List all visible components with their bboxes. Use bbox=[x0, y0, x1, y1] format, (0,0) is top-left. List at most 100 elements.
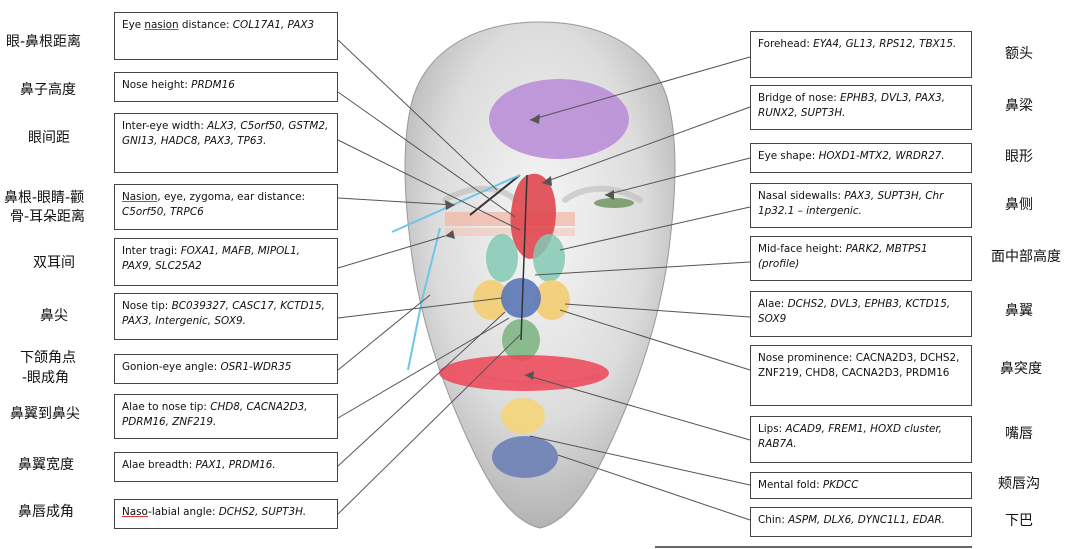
cn-alae-breadth: 鼻翼宽度 bbox=[18, 457, 74, 473]
cn-naso-labial: 鼻唇成角 bbox=[18, 504, 74, 520]
inter-tragi-box: Inter tragi: FOXA1, MAFB, MIPOL1, PAX9, … bbox=[114, 238, 338, 286]
eye-shape-genes: HOXD1-MTX2, WRDR27. bbox=[818, 150, 945, 162]
nasion-ear-label: Nasion, eye, zygoma, ear distance: bbox=[122, 191, 306, 203]
naso-labial-label: Naso-labial angle: bbox=[122, 506, 219, 518]
forehead-region bbox=[489, 79, 629, 159]
alae-tip-genes: CHD8, CACNA2D3, PDRM16, ZNF219. bbox=[122, 401, 308, 428]
sidewall-box: Nasal sidewalls: PAX3, SUPT3H, Chr 1p32.… bbox=[750, 183, 972, 228]
alae-box: Alae: DCHS2, DVL3, EPHB3, KCTD15, SOX9 bbox=[750, 291, 972, 337]
nasion-line bbox=[469, 174, 521, 216]
cn-alae: 鼻翼 bbox=[1005, 303, 1033, 319]
cn-eye-nasion: 眼-鼻根距离 bbox=[6, 34, 82, 50]
gonion-genes: OSR1-WDR35 bbox=[220, 361, 292, 373]
eye-nasion-label: Eye nasion distance: bbox=[122, 19, 233, 31]
cn-gonion-2: -眼成角 bbox=[22, 370, 70, 386]
nose-tip-label: Nose tip: bbox=[122, 300, 172, 312]
mental-fold-genes: PKDCC bbox=[822, 479, 859, 491]
cn-chin: 下巴 bbox=[1005, 513, 1033, 529]
bridge-box: Bridge of nose: EPHB3, DVL3, PAX3, RUNX2… bbox=[750, 85, 972, 130]
sidewall-genes: PAX3, SUPT3H, Chr 1p32.1 – intergenic. bbox=[758, 190, 944, 217]
cn-nose-height: 鼻子高度 bbox=[20, 82, 76, 98]
blue-line-2 bbox=[421, 227, 441, 301]
cn-inter-tragi: 双耳间 bbox=[33, 255, 75, 271]
nose-height-box: Nose height: PRDM16 bbox=[114, 72, 338, 102]
cn-midface: 面中部高度 bbox=[991, 249, 1061, 265]
cn-mental-fold: 颊唇沟 bbox=[998, 476, 1040, 492]
left-leader-lines bbox=[337, 39, 521, 515]
cn-sidewall: 鼻侧 bbox=[1005, 197, 1033, 213]
mental-fold-label: Mental fold: bbox=[758, 479, 823, 491]
sidewall-label: Nasal sidewalls: bbox=[758, 190, 845, 202]
blue-line-3 bbox=[407, 299, 423, 371]
gonion-label: Gonion-eye angle: bbox=[122, 361, 221, 373]
blue-line-1 bbox=[391, 174, 521, 233]
mental-fold-region bbox=[501, 398, 545, 434]
alae-tip-box: Alae to nose tip: CHD8, CACNA2D3, PDRM16… bbox=[114, 394, 338, 439]
cn-eye-shape: 眼形 bbox=[1005, 149, 1033, 165]
naso-labial-box: Naso-labial angle: DCHS2, SUPT3H. bbox=[114, 499, 338, 529]
alae-breadth-box: Alae breadth: PAX1, PRDM16. bbox=[114, 452, 338, 482]
midface-label: Mid-face height: bbox=[758, 243, 846, 255]
cn-prominence: 鼻突度 bbox=[1000, 361, 1042, 377]
naso-labial-genes: DCHS2, SUPT3H. bbox=[218, 506, 307, 518]
nasion-ear-genes: C5orf50, TRPC6 bbox=[122, 206, 204, 218]
cn-gonion-1: 下颌角点 bbox=[20, 350, 76, 366]
inter-tragi-label: Inter tragi: bbox=[122, 245, 181, 257]
alae-breadth-label: Alae breadth: bbox=[122, 459, 196, 471]
chin-label: Chin: bbox=[758, 514, 789, 526]
cn-nasion-ear-2: 骨-耳朵距离 bbox=[10, 209, 86, 225]
nasal-sidewall-right bbox=[533, 234, 565, 282]
midface-genes: PARK2, MBTPS1 (profile) bbox=[758, 243, 928, 270]
right-leader-lines bbox=[524, 56, 751, 521]
nasal-sidewall-left bbox=[486, 234, 518, 282]
inter-tragi-genes: FOXA1, MAFB, MIPOL1, PAX9, SLC25A2 bbox=[122, 245, 300, 272]
lips-label: Lips: bbox=[758, 423, 786, 435]
lips-genes: ACAD9, FREM1, HOXD cluster, RAB7A. bbox=[758, 423, 942, 450]
eye-shape-label: Eye shape: bbox=[758, 150, 819, 162]
cn-bridge: 鼻梁 bbox=[1005, 98, 1033, 114]
bridge-label: Bridge of nose: bbox=[758, 92, 841, 104]
eye-shape-box: Eye shape: HOXD1-MTX2, WRDR27. bbox=[750, 143, 972, 173]
eye-nasion-box: Eye nasion distance: COL17A1, PAX3 bbox=[114, 12, 338, 60]
eye-shape-region bbox=[594, 198, 634, 208]
alae-left bbox=[473, 280, 509, 320]
prominence-genes: CACNA2D3, DCHS2, ZNF219, CHD8, CACNA2D3,… bbox=[758, 352, 960, 379]
prominence-label: Nose prominence: bbox=[758, 352, 856, 364]
bridge-genes: EPHB3, DVL3, PAX3, RUNX2, SUPT3H. bbox=[758, 92, 946, 119]
alae-breadth-genes: PAX1, PRDM16. bbox=[195, 459, 276, 471]
interocular-band-2 bbox=[445, 228, 575, 236]
midface-box: Mid-face height: PARK2, MBTPS1 (profile) bbox=[750, 236, 972, 281]
lips-box: Lips: ACAD9, FREM1, HOXD cluster, RAB7A. bbox=[750, 416, 972, 463]
nose-tip-region bbox=[501, 278, 541, 318]
alae-genes: DCHS2, DVL3, EPHB3, KCTD15, SOX9 bbox=[758, 298, 951, 325]
cn-nasion-ear-1: 鼻根-眼睛-颧 bbox=[4, 190, 85, 206]
chin-genes: ASPM, DLX6, DYNC1L1, EDAR. bbox=[788, 514, 945, 526]
inter-eye-label: Inter-eye width: bbox=[122, 120, 208, 132]
cn-nose-tip: 鼻尖 bbox=[40, 308, 68, 324]
alae-label: Alae: bbox=[758, 298, 788, 310]
prominence-box: Nose prominence: CACNA2D3, DCHS2, ZNF219… bbox=[750, 345, 972, 406]
gonion-box: Gonion-eye angle: OSR1-WDR35 bbox=[114, 354, 338, 384]
lips-region bbox=[439, 355, 609, 391]
nose-height-label: Nose height: bbox=[122, 79, 192, 91]
arrowheads bbox=[445, 114, 614, 380]
cn-lips: 嘴唇 bbox=[1005, 426, 1033, 442]
cn-forehead: 额头 bbox=[1005, 46, 1033, 62]
forehead-box: Forehead: EYA4, GL13, RPS12, TBX15. bbox=[750, 31, 972, 78]
chin-region bbox=[492, 436, 558, 478]
cn-inter-eye: 眼间距 bbox=[28, 130, 70, 146]
nose-tip-genes: BC039327, CASC17, KCTD15, PAX3, Intergen… bbox=[122, 300, 325, 327]
eye-nasion-genes: COL17A1, PAX3 bbox=[232, 19, 315, 31]
nose-midline bbox=[520, 174, 528, 341]
alae-tip-label: Alae to nose tip: bbox=[122, 401, 211, 413]
nose-height-genes: PRDM16 bbox=[191, 79, 235, 91]
cn-alae-tip: 鼻翼到鼻尖 bbox=[10, 406, 80, 422]
inter-eye-genes: ALX3, C5orf50, GSTM2, GNI13, HADC8, PAX3… bbox=[122, 120, 329, 147]
mental-fold-box: Mental fold: PKDCC bbox=[750, 472, 972, 499]
nose-tip-box: Nose tip: BC039327, CASC17, KCTD15, PAX3… bbox=[114, 293, 338, 340]
forehead-genes: EYA4, GL13, RPS12, TBX15. bbox=[813, 38, 957, 50]
nasion-ear-box: Nasion, eye, zygoma, ear distance: C5orf… bbox=[114, 184, 338, 230]
inter-eye-box: Inter-eye width: ALX3, C5orf50, GSTM2, G… bbox=[114, 113, 338, 173]
